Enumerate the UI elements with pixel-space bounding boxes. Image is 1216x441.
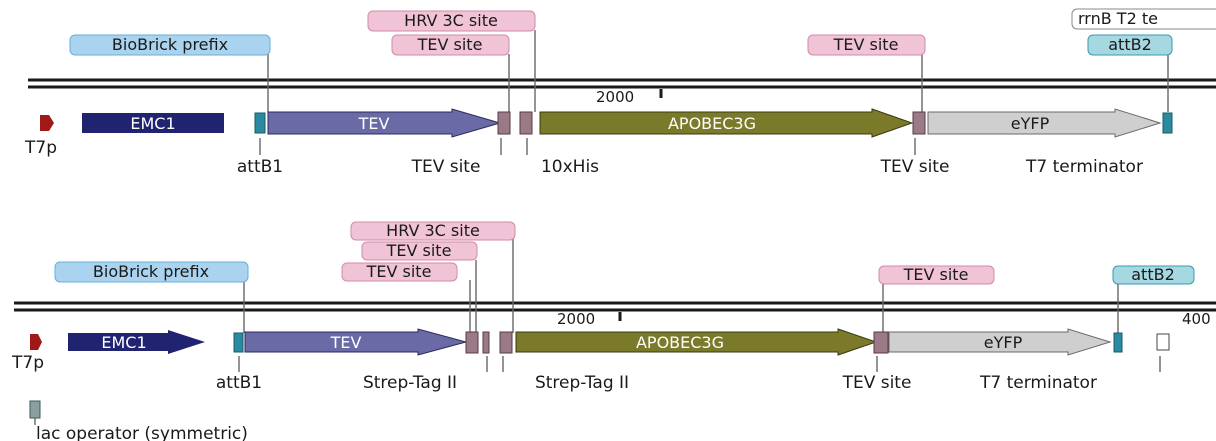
tev-site-tag-2a bbox=[361, 241, 478, 261]
attb2-marker-2 bbox=[1113, 332, 1123, 353]
eyfp-feature-arrow bbox=[927, 108, 1162, 138]
t7-promoter-marker bbox=[40, 115, 54, 131]
t7-promoter-marker-2 bbox=[30, 334, 42, 350]
tev-site-tag-2b bbox=[341, 262, 458, 282]
hrv-3c-site-label-2: HRV 3C site bbox=[386, 221, 480, 240]
tev-site-marker-2 bbox=[912, 111, 926, 135]
tev-site-tag-2c bbox=[878, 265, 995, 285]
tev-site-label-2b: TEV site bbox=[366, 262, 432, 281]
tev-site-label-2c: TEV site bbox=[903, 265, 969, 284]
biobrick-prefix-label-2: BioBrick prefix bbox=[93, 262, 209, 281]
position-tick-label-2: 2000 bbox=[557, 310, 595, 328]
his-tag-label: 10xHis bbox=[541, 157, 599, 177]
biobrick-prefix-tag bbox=[69, 34, 271, 56]
apobec3g-label: APOBEC3G bbox=[668, 114, 756, 133]
attb1-label: attB1 bbox=[237, 157, 283, 177]
tev-site-tag-2 bbox=[807, 34, 926, 56]
emc1-label-2: EMC1 bbox=[101, 333, 146, 352]
tev-site-label: TEV site bbox=[417, 35, 483, 54]
strep-tag-marker-2 bbox=[499, 331, 513, 354]
attb2-tag-2 bbox=[1112, 265, 1195, 285]
eyfp-label-2: eYFP bbox=[984, 333, 1023, 352]
t7p-label-2: T7p bbox=[11, 353, 44, 373]
attb1-marker bbox=[254, 112, 266, 134]
hrv-3c-site-tag bbox=[367, 10, 536, 32]
lac-operator-label: lac operator (symmetric) bbox=[36, 424, 248, 441]
position-tick-label: 2000 bbox=[596, 88, 634, 106]
map-2: 2000 400 EMC1 TEV APOBEC3G bbox=[11, 221, 1216, 441]
biobrick-prefix-tag-2 bbox=[54, 261, 249, 283]
t7-terminator-label-2: T7 terminator bbox=[979, 373, 1097, 393]
tev-site-label-2: TEV site bbox=[833, 35, 899, 54]
tev-feature-arrow bbox=[267, 108, 502, 138]
tev-site-marker-2b bbox=[873, 331, 889, 354]
tev-site-below-label-2: TEV site bbox=[880, 157, 950, 177]
emc1-feature-arrow-2 bbox=[68, 330, 205, 354]
tev-feature-arrow-2 bbox=[244, 328, 468, 356]
rrnb-t2-marker bbox=[1156, 333, 1170, 351]
map-1: 2000 EMC1 TEV APOBEC3G eYFP T7p bbox=[24, 8, 1216, 177]
tev-site-label-2a: TEV site bbox=[386, 241, 452, 260]
tev-site-marker-2a bbox=[465, 331, 479, 354]
lac-operator-marker bbox=[29, 400, 41, 419]
tev-site-below-label: TEV site bbox=[411, 157, 481, 177]
attb2-tag bbox=[1087, 34, 1173, 56]
attb1-label-2: attB1 bbox=[216, 373, 262, 393]
tev-label-2: TEV bbox=[330, 333, 362, 352]
attb1-marker-2 bbox=[233, 332, 244, 353]
eyfp-label: eYFP bbox=[1011, 114, 1050, 133]
his-tag-marker bbox=[519, 111, 533, 135]
emc1-label: EMC1 bbox=[130, 114, 175, 133]
strep-tag-marker-1 bbox=[482, 331, 490, 354]
position-tick-label-right: 400 bbox=[1182, 310, 1211, 328]
attb2-label-2: attB2 bbox=[1131, 265, 1175, 284]
t7-terminator-label: T7 terminator bbox=[1025, 157, 1143, 177]
rrnb-t2-label: rrnB T2 te bbox=[1078, 9, 1158, 28]
tev-label: TEV bbox=[358, 114, 390, 133]
apobec3g-label-2: APOBEC3G bbox=[636, 333, 724, 352]
tev-site-below-label-2: TEV site bbox=[842, 373, 912, 393]
attb2-label: attB2 bbox=[1108, 35, 1152, 54]
apobec3g-feature-arrow-2 bbox=[515, 328, 878, 356]
strep-tag-label-2: Strep-Tag II bbox=[535, 373, 629, 393]
attb2-marker bbox=[1162, 112, 1173, 134]
strep-tag-label-1: Strep-Tag II bbox=[363, 373, 457, 393]
hrv-3c-site-tag-2 bbox=[350, 221, 516, 241]
tev-site-tag bbox=[391, 34, 510, 56]
tev-site-marker bbox=[497, 111, 511, 135]
eyfp-feature-arrow-2 bbox=[888, 328, 1112, 356]
apobec3g-feature-arrow bbox=[539, 108, 914, 138]
t7p-label: T7p bbox=[24, 138, 57, 158]
hrv-3c-site-label: HRV 3C site bbox=[404, 11, 498, 30]
emc1-feature bbox=[82, 113, 224, 133]
biobrick-prefix-label: BioBrick prefix bbox=[112, 35, 228, 54]
rrnb-t2-tag bbox=[1071, 8, 1216, 30]
